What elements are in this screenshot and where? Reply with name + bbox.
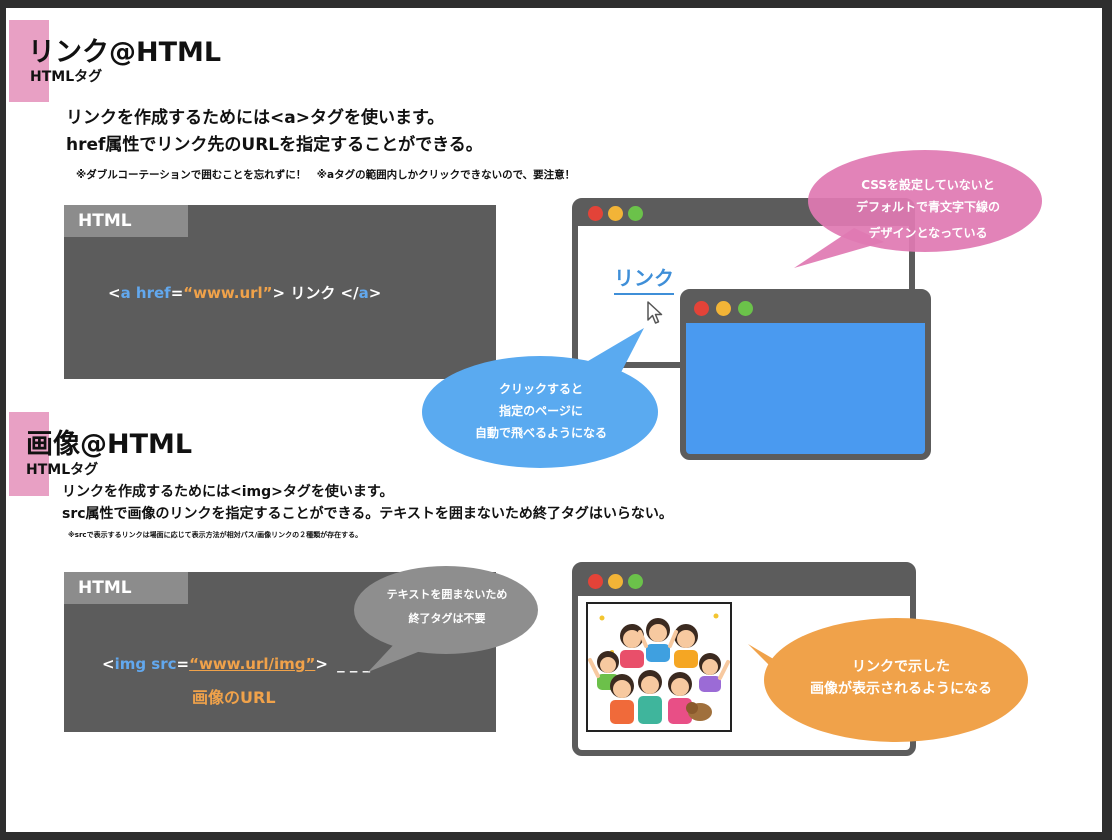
maximize-dot-icon	[738, 301, 753, 316]
bubble-no-close-tag: テキストを囲まないため 終了タグは不要	[316, 564, 540, 682]
section2-title: 画像@HTML	[26, 429, 193, 460]
code-snippet-a: <a href=“www.url”> リンク </a>	[108, 284, 382, 302]
close-dot-icon	[588, 574, 603, 589]
section1-accent	[9, 20, 49, 102]
section2-line1: リンクを作成するためには<img>タグを使います。	[62, 484, 394, 500]
bubble-click-line2: 指定のページに	[499, 404, 583, 418]
bubble-click-line3: 自動で飛べるようになる	[474, 426, 607, 440]
bubble-image-display: リンクで示した 画像が表示されるようになる	[746, 614, 1032, 748]
mouse-cursor-icon	[647, 301, 663, 324]
minimize-dot-icon	[608, 206, 623, 221]
close-dot-icon	[694, 301, 709, 316]
bubble-click-line1: クリックすると	[498, 382, 583, 396]
slide: リンク@HTML HTMLタグ リンクを作成するためには<a>タグを使います。 …	[6, 8, 1102, 832]
browser-titlebar	[686, 295, 925, 323]
code-tab-label: HTML	[64, 572, 188, 604]
children-illustration-icon	[588, 613, 730, 724]
bubble-no-close-line2: 終了タグは不要	[408, 612, 486, 625]
code-tab-label: HTML	[64, 205, 188, 237]
section1-subtitle: HTMLタグ	[30, 69, 103, 85]
bubble-css-line1: CSSを設定していないと	[861, 178, 995, 192]
browser-window-destination	[680, 289, 931, 460]
section2-accent	[9, 412, 49, 496]
bubble-css-line2: デフォルトで青文字下線の	[855, 200, 1000, 214]
minimize-dot-icon	[608, 574, 623, 589]
bubble-image-line1: リンクで示した	[852, 659, 950, 675]
section1-line1: リンクを作成するためには<a>タグを使います。	[66, 108, 445, 128]
bubble-css-line3: デザインとなっている	[868, 226, 988, 240]
minimize-dot-icon	[716, 301, 731, 316]
close-dot-icon	[588, 206, 603, 221]
section1-note: ※ダブルコーテーションで囲むことを忘れずに！ ※aタグの範囲内しかクリックできな…	[76, 169, 576, 181]
sample-link[interactable]: リンク	[614, 262, 674, 295]
displayed-image	[586, 602, 732, 732]
browser-titlebar	[578, 568, 910, 596]
bubble-no-close-line1: テキストを囲まないため	[386, 588, 508, 601]
bubble-click: クリックすると 指定のページに 自動で飛べるようになる	[416, 324, 666, 476]
section2-note: ※srcで表示するリンクは場面に応じて表示方法が相対パス/画像リンクの２種類が存…	[68, 531, 363, 539]
image-url-label: 画像のURL	[192, 688, 276, 707]
bubble-image-line2: 画像が表示されるようになる	[810, 681, 992, 697]
section1-line2: href属性でリンク先のURLを指定することができる。	[66, 135, 483, 155]
code-snippet-img: <img src=“www.url/img”> _ _ _	[102, 655, 371, 673]
maximize-dot-icon	[628, 206, 643, 221]
bubble-css-default: CSSを設定していないと デフォルトで青文字下線の デザインとなっている	[792, 150, 1044, 276]
maximize-dot-icon	[628, 574, 643, 589]
section1-title: リンク@HTML	[28, 37, 222, 68]
code-panel-a: HTML <a href=“www.url”> リンク </a>	[64, 205, 496, 379]
section2-line2: src属性で画像のリンクを指定することができる。テキストを囲まないため終了タグは…	[62, 506, 673, 522]
section2-subtitle: HTMLタグ	[26, 462, 99, 478]
